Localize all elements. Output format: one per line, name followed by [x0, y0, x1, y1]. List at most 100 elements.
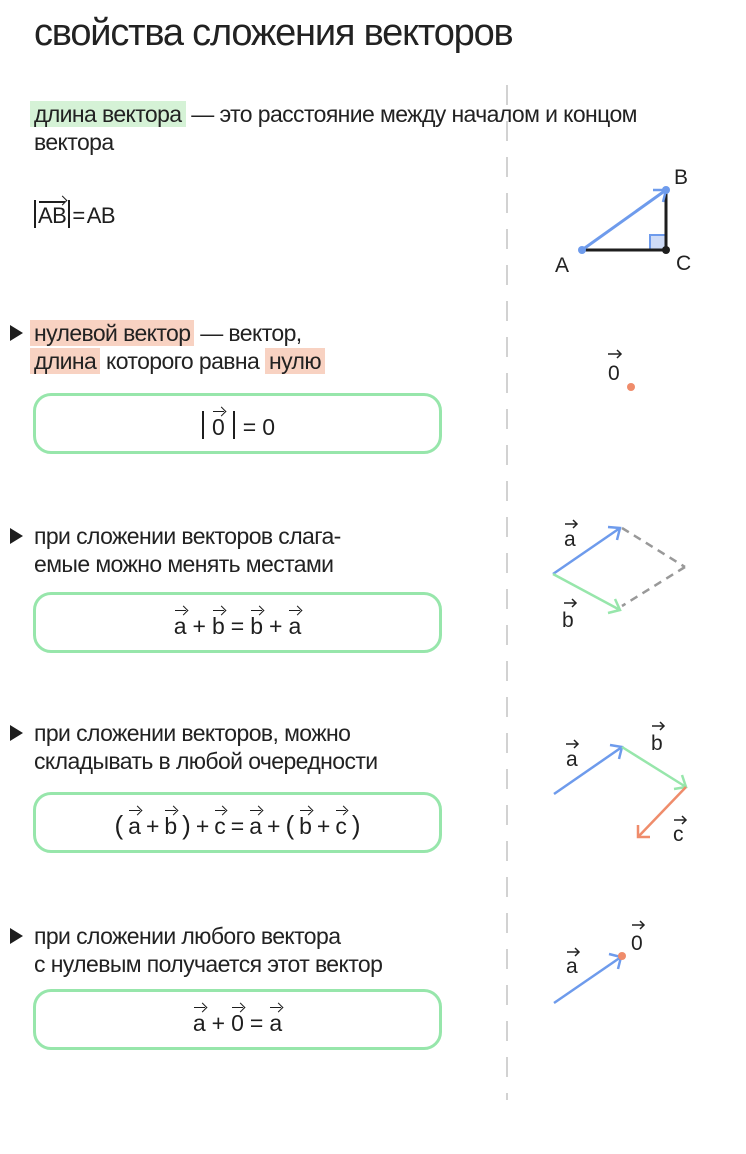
vector-a: a: [288, 608, 301, 638]
chain-addition-diagram: a b c: [553, 721, 688, 846]
label-arrowhead-icon: [681, 815, 688, 825]
zero-addition-diagram: a 0: [553, 920, 646, 1005]
vector-b: b: [212, 608, 225, 638]
bullet-icon: [10, 928, 23, 944]
left-paren: (: [285, 809, 295, 840]
vector-ab-arrow: [581, 188, 667, 252]
text-line1: при сложении векторов, можно: [34, 720, 351, 746]
plus-sign: +: [195, 812, 210, 839]
equals-sign: =: [249, 1009, 264, 1036]
equals-sign: =: [230, 812, 245, 839]
vector-b: b: [250, 608, 263, 638]
vector-b: b: [299, 808, 312, 838]
associative-formula-box: ( a + b ) + c = a + ( b + c ): [33, 792, 442, 853]
zero-addition-text: при сложении любого вектора с нулевым по…: [34, 922, 383, 978]
plus-sign: +: [211, 1009, 226, 1036]
commutative-formula-box: a + b = b + a: [33, 592, 442, 653]
label-a: a: [566, 748, 578, 771]
abs-bar-right: [232, 410, 235, 439]
definition-line1: — это расстояние между началом и концом: [191, 101, 637, 127]
abs-bar-right: [68, 200, 71, 228]
label-b: b: [651, 732, 663, 755]
equals-sign: =: [72, 203, 85, 228]
vector-a: a: [174, 608, 187, 638]
commutative-text: при сложении векторов слага- емые можно …: [34, 522, 341, 578]
arrowhead-icon: [616, 349, 623, 359]
vector-a: a: [128, 808, 141, 838]
abs-bar-left: [34, 200, 36, 228]
zero-vector-diagram: 0: [608, 349, 635, 391]
label-zero: 0: [631, 932, 643, 955]
term-zero-vector: нулевой вектор: [30, 320, 195, 346]
plus-sign: +: [316, 812, 331, 839]
bullet-icon: [10, 725, 23, 741]
vector-b-arrow: [552, 572, 621, 612]
plus-sign: +: [145, 812, 160, 839]
right-paren: ): [182, 809, 191, 840]
label-b: B: [674, 166, 688, 189]
vector-b: b: [164, 808, 177, 838]
point-c: [662, 246, 670, 254]
zero-point: [618, 952, 626, 960]
vector-a: a: [269, 1005, 282, 1035]
label-arrowhead-icon: [574, 947, 581, 957]
left-paren: (: [114, 809, 124, 840]
label-a: a: [564, 528, 576, 551]
label-a: A: [555, 254, 569, 277]
plus-sign: +: [192, 612, 206, 639]
formula: a + b = b + a: [174, 608, 301, 639]
text-line2: с нулевым получается этот вектор: [34, 951, 383, 977]
label-arrowhead-icon: [572, 519, 579, 529]
bullet-icon: [10, 528, 23, 544]
term-length: длина: [30, 348, 101, 374]
vector-zero: 0: [231, 1005, 244, 1035]
equals-sign: =: [242, 413, 257, 440]
vector-b-arrow: [621, 745, 687, 789]
arrowhead-b: [607, 598, 622, 615]
label-a: a: [566, 955, 578, 978]
abs-bar-left: [201, 410, 204, 439]
text-line1: при сложении любого вектора: [34, 923, 341, 949]
plus-sign: +: [269, 612, 283, 639]
vector-a-arrow: [553, 955, 622, 1005]
label-c: c: [673, 823, 684, 846]
zero-value: 0: [262, 413, 276, 440]
definition-middle: которого равна: [105, 348, 260, 374]
formula: ( a + b ) + c = a + ( b + c ): [114, 808, 361, 840]
vector-c: c: [214, 808, 226, 838]
right-paren: ): [351, 809, 361, 840]
label-arrowhead-icon: [571, 598, 578, 608]
term-zero: нулю: [265, 348, 325, 374]
point-a: [578, 246, 586, 254]
term-vector-length: длина вектора: [30, 101, 186, 127]
vector-a: a: [249, 808, 262, 838]
page-title: свойства сложения векторов: [34, 12, 514, 54]
zero-addition-formula-box: a + 0 = a: [33, 989, 442, 1050]
vector-c: c: [335, 808, 347, 838]
length-ab: AB: [86, 203, 116, 228]
vector-a-arrow: [552, 526, 621, 576]
plus-sign: +: [267, 812, 281, 839]
formula: a + 0 = a: [193, 1005, 282, 1035]
dashed-side-top: [621, 526, 686, 569]
label-zero: 0: [608, 362, 620, 385]
parallelogram-diagram: a b: [552, 519, 686, 632]
triangle-diagram: A B C: [555, 166, 691, 277]
definition-rest: — вектор,: [200, 320, 302, 346]
label-b: b: [562, 609, 574, 632]
label-arrowhead-icon: [573, 739, 580, 749]
length-formula: AB = AB: [32, 198, 116, 228]
arrowhead-a: [607, 525, 622, 541]
formula: 0 = 0: [200, 409, 275, 439]
vector-a-arrow: [553, 745, 623, 796]
arrowhead-c: [636, 825, 650, 839]
text-line2: складывать в любой очередности: [34, 748, 378, 774]
zero-point: [627, 383, 635, 391]
vector-a: a: [193, 1005, 206, 1035]
vector-zero: 0: [212, 409, 225, 439]
vector-ab: AB: [38, 198, 67, 228]
associative-text: при сложении векторов, можно складывать …: [34, 719, 378, 775]
dashed-side-bottom: [621, 565, 686, 608]
label-arrowhead-icon: [639, 920, 646, 930]
text-line2: емые можно менять местами: [34, 551, 334, 577]
